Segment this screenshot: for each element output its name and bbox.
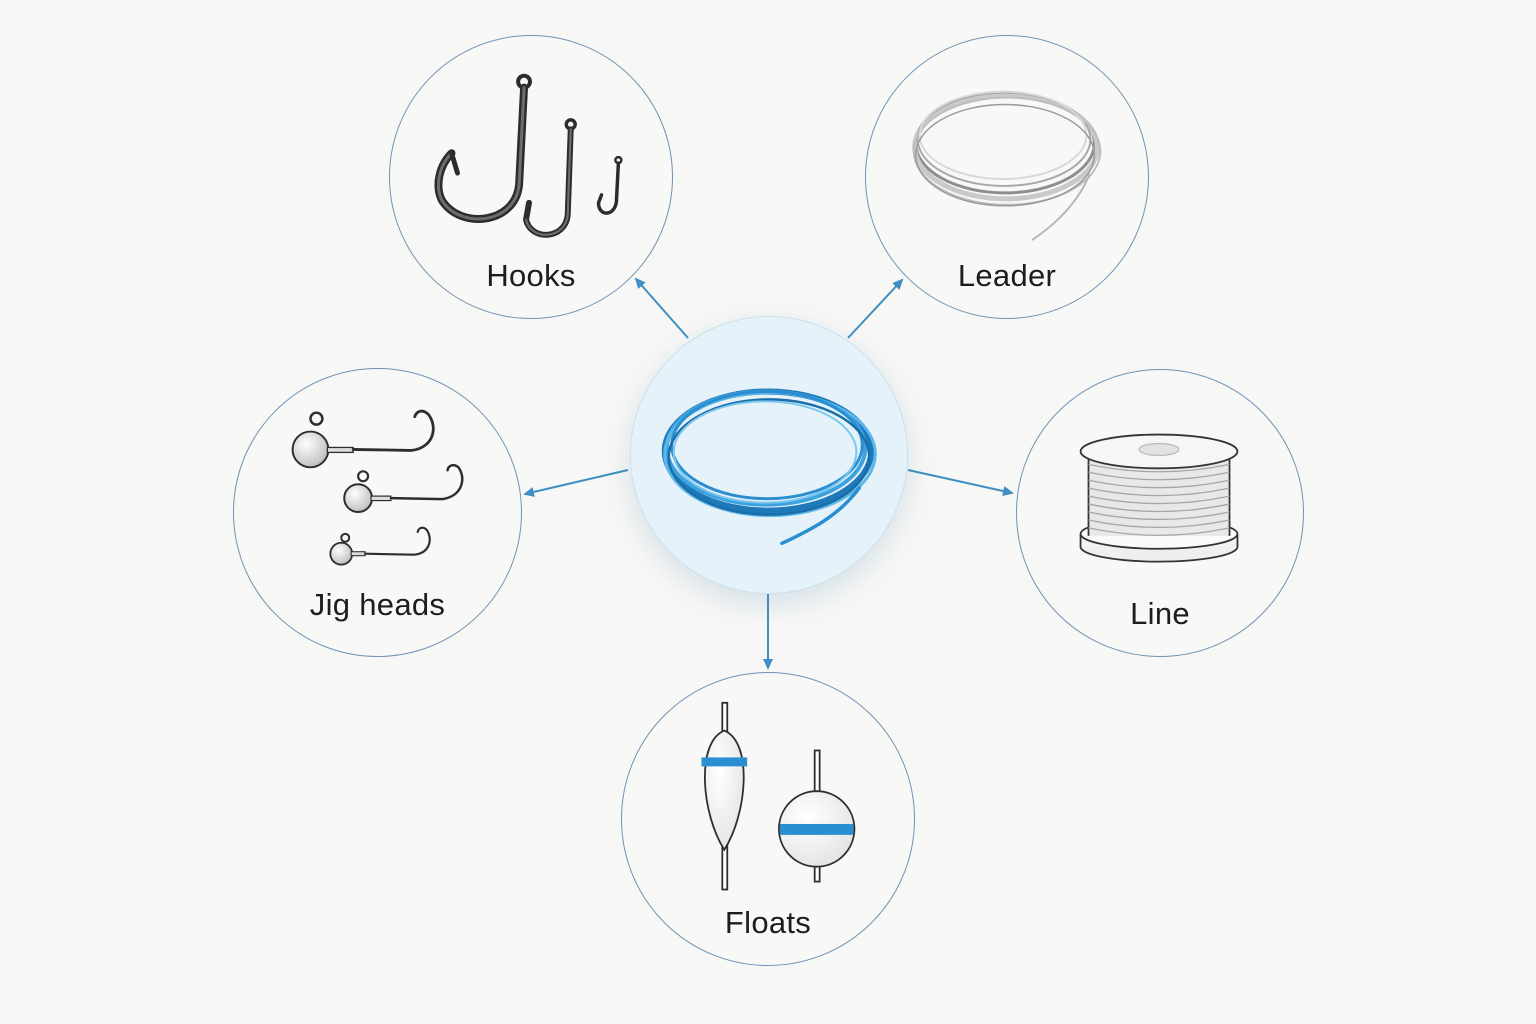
node-hooks: Hooks: [389, 35, 673, 319]
floats-icon: [701, 701, 856, 891]
arrow-to-leader: [847, 278, 904, 339]
arrow-to-jig-heads: [523, 469, 629, 497]
hooks-icon: [434, 73, 623, 238]
floats-label: Floats: [724, 905, 812, 940]
line-spool-icon: [1079, 433, 1239, 563]
arrow-to-hooks: [634, 277, 689, 339]
leader-label: Leader: [957, 258, 1057, 293]
node-floats: Floats: [621, 672, 915, 966]
jig-heads-icon: [291, 409, 464, 566]
node-line: Line: [1016, 369, 1304, 657]
center-node: [630, 316, 908, 594]
node-jig-heads: Jig heads: [233, 368, 522, 657]
blue-line-coil-icon: [661, 388, 877, 546]
line-label: Line: [1130, 596, 1190, 631]
node-leader: Leader: [865, 35, 1149, 319]
jig-heads-label: Jig heads: [309, 587, 446, 622]
hooks-label: Hooks: [486, 258, 576, 293]
leader-coil-icon: [912, 90, 1102, 241]
arrow-to-line: [907, 469, 1014, 496]
